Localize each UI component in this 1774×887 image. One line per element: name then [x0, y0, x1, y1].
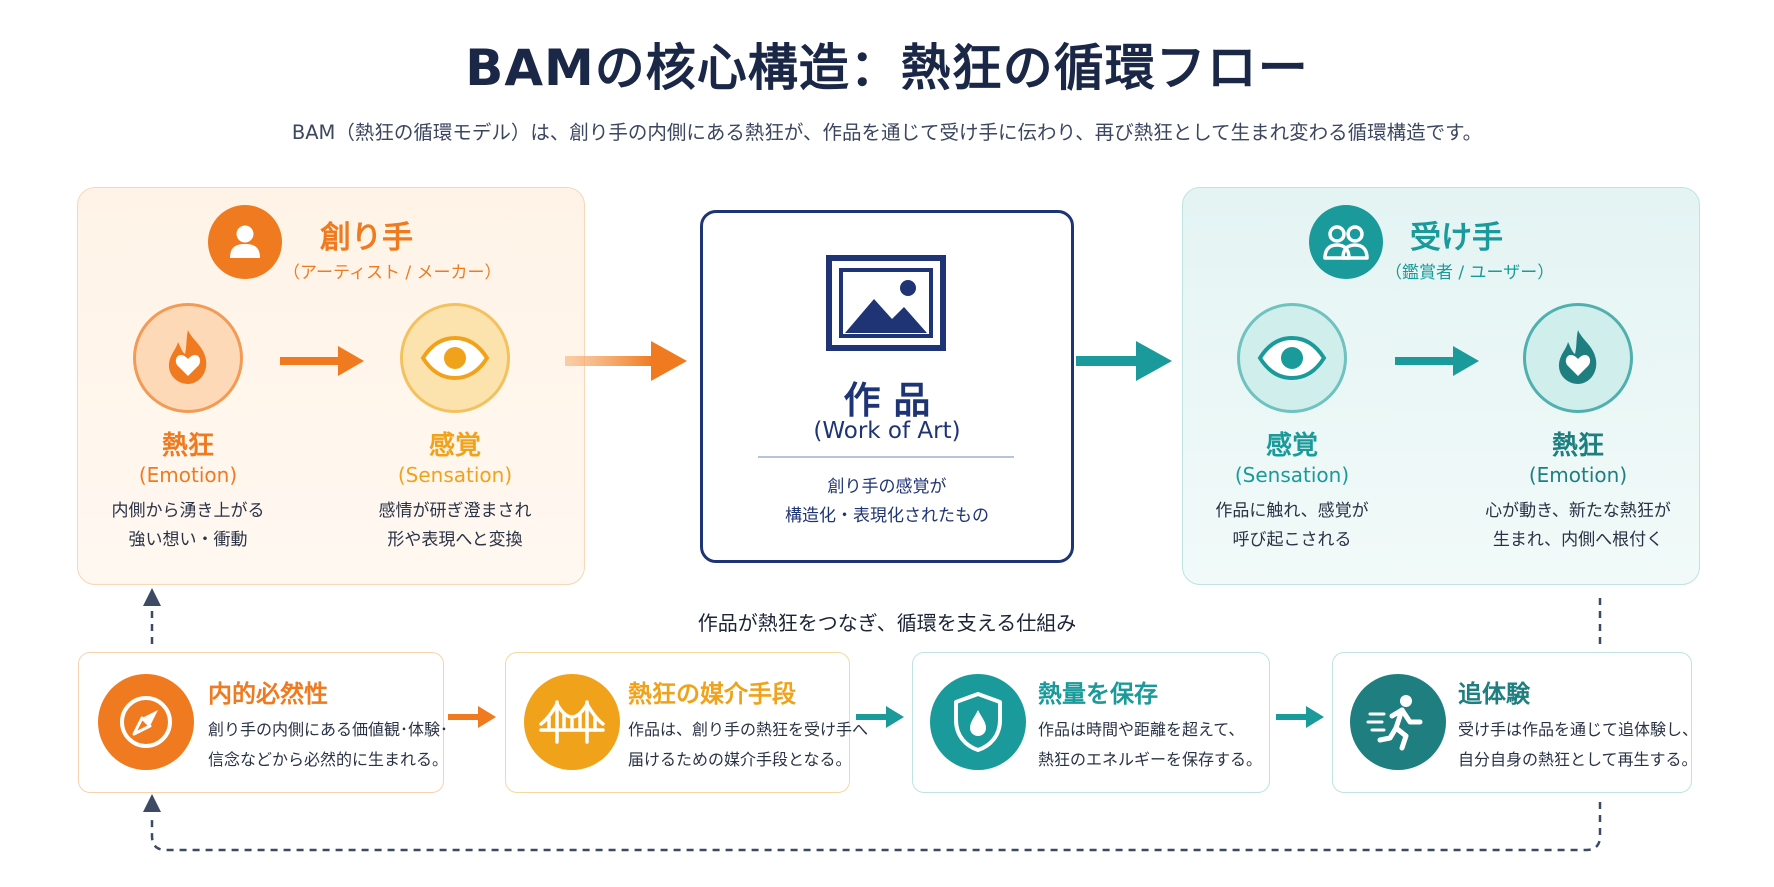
card-title-relive: 追体験: [1458, 680, 1530, 708]
receiver-emotion-en: (Emotion): [1528, 463, 1628, 487]
receiver-subtitle: （鑑賞者 / ユーザー）: [1385, 263, 1555, 283]
card-title-preserve: 熱量を保存: [1038, 680, 1158, 708]
creator-subtitle: （アーティスト / メーカー）: [283, 263, 502, 283]
receiver-emotion-desc-2: 生まれ、内側へ根付く: [1492, 530, 1664, 550]
creator-sensation-en: (Sensation): [397, 463, 513, 487]
card-desc-relive-2: 自分自身の熱狂として再生する。: [1458, 750, 1698, 769]
page-subtitle: BAM（熱狂の循環モデル）は、創り手の内側にある熱狂が、作品を通じて受け手に伝わ…: [291, 121, 1483, 144]
creator-title: 創り手: [320, 220, 413, 256]
picture-icon: [826, 255, 946, 351]
work-en: (Work of Art): [813, 418, 961, 444]
card-desc-inner-necessity-2: 信念などから必然的に生まれる。: [208, 750, 449, 769]
work-divider: [758, 456, 1014, 458]
card-arrow-2: [856, 706, 904, 728]
creator-emotion-desc-1: 内側から湧き上がる: [111, 501, 265, 521]
card-desc-relive-1: 受け手は作品を通じて追体験し、: [1458, 720, 1699, 739]
card-desc-medium-2: 届けるための媒介手段となる。: [628, 750, 852, 769]
arrow-emotion-to-sensation: [280, 346, 364, 376]
flame-heart-icon: [168, 330, 207, 384]
creator-emotion-title: 熱狂: [161, 431, 214, 461]
compass-icon: [98, 674, 194, 770]
people-icon: [1309, 205, 1383, 279]
page-title: BAMの核心構造：熱狂の循環フロー: [465, 39, 1309, 97]
receiver-title: 受け手: [1410, 220, 1503, 256]
card-title-inner-necessity: 内的必然性: [208, 680, 328, 708]
receiver-emotion-circle: [1523, 303, 1633, 413]
creator-sensation-desc-1: 感情が研ぎ澄まされ: [378, 501, 532, 521]
receiver-emotion-desc-1: 心が動き、新たな熱狂が: [1485, 501, 1671, 521]
bridge-icon: [524, 674, 620, 770]
receiver-sensation-en: (Sensation): [1234, 463, 1350, 487]
creator-emotion-en: (Emotion): [138, 463, 238, 487]
card-desc-inner-necessity-1: 創り手の内側にある価値観･体験･: [208, 720, 449, 739]
arrow-sensation-to-emotion: [1395, 346, 1479, 376]
card-title-medium: 熱狂の媒介手段: [628, 680, 796, 708]
work-desc-2: 構造化・表現化されたもの: [785, 506, 989, 526]
runner-icon: [1350, 674, 1446, 770]
mechanism-title: 作品が熱狂をつなぎ、循環を支える仕組み: [697, 611, 1077, 635]
creator-emotion-desc-2: 強い想い・衝動: [128, 530, 248, 550]
eye-icon: [420, 335, 490, 381]
arrow-work-to-receiver: [1076, 341, 1172, 381]
card-arrow-1: [448, 706, 496, 728]
card-desc-medium-1: 作品は、創り手の熱狂を受け手へ: [628, 720, 869, 739]
shield-drop-icon: [930, 674, 1026, 770]
work-title: 作 品: [843, 379, 931, 422]
creator-sensation-desc-2: 形や表現へと変換: [387, 530, 523, 550]
card-desc-preserve-2: 熱狂のエネルギーを保存する。: [1038, 750, 1263, 769]
creator-emotion-circle: [133, 303, 243, 413]
card-arrow-3: [1276, 706, 1324, 728]
person-icon: [208, 205, 282, 279]
flame-heart-icon: [1558, 330, 1597, 384]
receiver-sensation-desc-1: 作品に触れ、感覚が: [1215, 501, 1369, 521]
receiver-emotion-title: 熱狂: [1551, 431, 1604, 461]
creator-sensation-title: 感覚: [428, 431, 481, 461]
work-desc-1: 創り手の感覚が: [827, 477, 947, 497]
arrow-creator-to-work: [565, 341, 687, 381]
receiver-sensation-circle: [1237, 303, 1347, 413]
receiver-sensation-title: 感覚: [1265, 431, 1318, 461]
eye-icon: [1257, 335, 1327, 381]
receiver-sensation-desc-2: 呼び起こされる: [1232, 530, 1352, 550]
card-desc-preserve-1: 作品は時間や距離を超えて、: [1038, 720, 1245, 739]
creator-sensation-circle: [400, 303, 510, 413]
